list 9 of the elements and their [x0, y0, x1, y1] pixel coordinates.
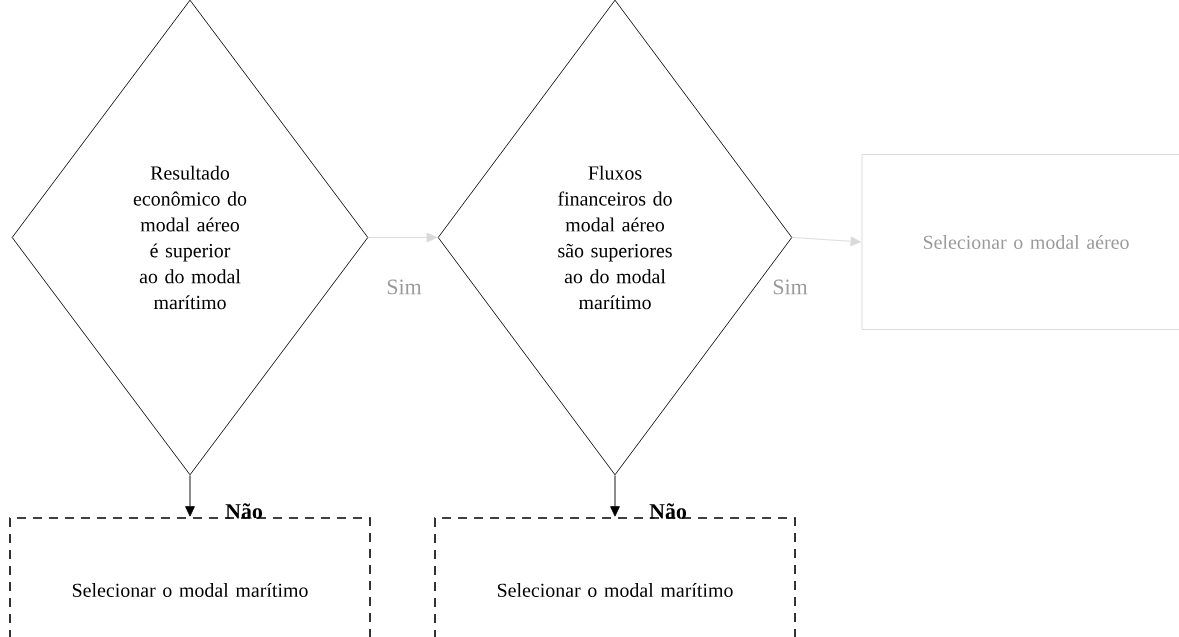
- arrow: [610, 475, 620, 517]
- arrow: [185, 475, 195, 517]
- arrow: [792, 236, 861, 247]
- edge-label: Sim: [387, 279, 422, 295]
- process-box: Selecionar o modal aéreo: [861, 154, 1179, 330]
- edge-label: Sim: [773, 279, 808, 295]
- edge-label: Não: [225, 503, 263, 519]
- edge-label: Não: [649, 503, 687, 519]
- arrow: [368, 232, 437, 243]
